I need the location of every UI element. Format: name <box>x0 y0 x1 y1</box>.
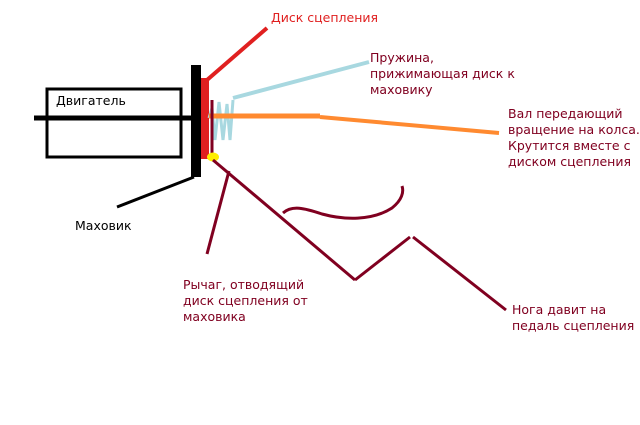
spring-label-line-3: маховику <box>370 82 433 97</box>
foot-curve <box>282 185 405 220</box>
lever-pointer <box>205 170 231 255</box>
lever-label-line-1: Рычаг, отводящий <box>183 277 305 292</box>
lever-label-line-3: маховика <box>183 309 246 324</box>
flywheel-label: Маховик <box>75 218 132 233</box>
engine-box <box>45 87 183 159</box>
lever-label: Рычаг, отводящий диск сцепления от махов… <box>183 277 308 325</box>
shaft-label: Вал передающий вращение на колса. Крутит… <box>508 106 640 170</box>
spring-pointer <box>232 60 370 100</box>
foot-pointer <box>412 235 507 312</box>
flywheel <box>191 65 201 177</box>
clutch-pedal <box>354 235 411 282</box>
spring-label-line-2: прижимающая диск к <box>370 66 515 81</box>
clutch-disk-pointer <box>205 26 269 82</box>
shaft-label-line-4: диском сцепления <box>508 154 631 169</box>
linkage-rod <box>212 158 356 282</box>
foot-label-line-1: Нога давит на <box>512 302 607 317</box>
clutch-disk <box>201 78 209 159</box>
engine-label: Двигатель <box>56 93 126 108</box>
flywheel-pointer <box>116 175 195 209</box>
foot-label-line-2: педаль сцепления <box>512 318 635 333</box>
clutch-disk-label: Диск сцепления <box>271 10 379 25</box>
shaft-label-line-3: Крутится вместе с <box>508 138 631 153</box>
shaft-pointer <box>319 115 500 135</box>
lever-label-line-2: диск сцепления от <box>183 293 308 308</box>
spring-label-line-1: Пружина, <box>370 50 434 65</box>
shaft-label-line-2: вращение на колса. <box>508 122 640 137</box>
spring-label: Пружина, прижимающая диск к маховику <box>370 50 515 98</box>
lever-pivot <box>207 152 219 162</box>
shaft-label-line-1: Вал передающий <box>508 106 623 121</box>
foot-label: Нога давит на педаль сцепления <box>512 302 634 334</box>
